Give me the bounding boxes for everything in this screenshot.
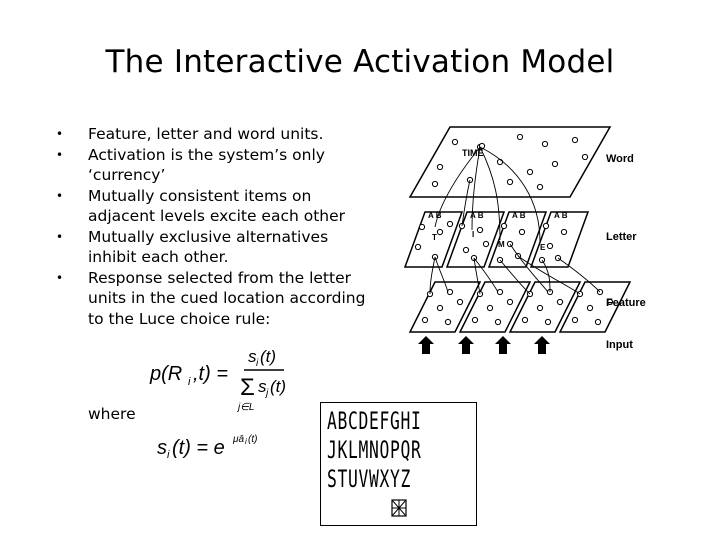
up-arrow-icon [418, 336, 434, 354]
word-level-plane [408, 126, 612, 198]
svg-text:p(R: p(R [149, 363, 182, 385]
svg-text:A B: A B [428, 211, 442, 220]
up-arrow-icon [495, 336, 511, 354]
node-label-e: E [540, 243, 546, 252]
svg-text:i: i [245, 437, 247, 446]
svg-text:s: s [157, 437, 167, 459]
svg-text:A B: A B [554, 211, 568, 220]
bullet-item: • Feature, letter and word units. [56, 124, 376, 145]
node-label-t: T [432, 233, 437, 242]
network-diagram: TIME Word A B A B A B A B T I M E Letter [403, 126, 646, 354]
bullet-text: Feature, letter and word units. [88, 125, 324, 143]
bullet-text: Mutually exclusive alternatives inhibit … [88, 227, 329, 267]
svg-text:μā: μā [232, 434, 244, 445]
bullet-dot-icon: • [56, 270, 64, 285]
level-label-word: Word [606, 153, 634, 165]
svg-text:,t) =: ,t) = [193, 363, 228, 385]
font-row: STUVWXYZ [327, 465, 412, 493]
up-arrow-icon [534, 336, 550, 354]
svg-text:s: s [248, 347, 257, 366]
svg-text:i: i [167, 449, 170, 461]
luce-choice-formula: p(R i ,t) = s i (t) Σ s j (t) j∈L [149, 347, 286, 413]
where-label: where [88, 405, 136, 423]
bullet-list: • Feature, letter and word units. • Activa… [56, 124, 376, 329]
svg-text:j∈L: j∈L [236, 402, 255, 413]
bullet-item: • Response selected from the letter units… [56, 268, 376, 330]
font-display-panel: ABCDEFGHI JKLMNOPQR STUVWXYZ [320, 402, 477, 526]
level-label-letter: Letter [606, 231, 637, 243]
svg-text:i: i [188, 376, 191, 388]
bullet-item: • Mutually exclusive alternatives inhibit… [56, 227, 376, 268]
node-label-time: TIME [462, 148, 484, 158]
svg-text:Σ: Σ [240, 374, 255, 401]
svg-text:s: s [258, 377, 267, 396]
level-label-feature: Feature [606, 297, 646, 309]
bullet-dot-icon: • [56, 127, 64, 141]
level-label-input: Input [606, 339, 633, 351]
svg-text:i: i [256, 358, 259, 369]
font-row: ABCDEFGHI [327, 407, 422, 435]
letter-nodes [414, 220, 568, 264]
letter-node-labels: A B A B A B A B T I M E [428, 211, 568, 252]
bullet-dot-icon: • [56, 147, 64, 162]
svg-text:(t): (t) [270, 377, 286, 396]
page-title: The Interactive Activation Model [105, 44, 615, 80]
input-arrows [418, 336, 550, 354]
connection-lines [429, 146, 601, 295]
bullet-item: • Activation is the system’s only ‘curren… [56, 145, 376, 186]
bullet-dot-icon: • [56, 229, 64, 244]
node-label-i: I [472, 230, 474, 239]
bullet-item: • Mutually consistent items on adjacent l… [56, 186, 376, 227]
svg-text:(t): (t) [248, 434, 257, 445]
svg-text:(t) = e: (t) = e [172, 437, 225, 459]
svg-text:(t): (t) [260, 347, 276, 366]
up-arrow-icon [458, 336, 474, 354]
bullet-text: Mutually consistent items on adjacent le… [88, 186, 346, 226]
svg-text:A B: A B [470, 211, 484, 220]
svg-text:A B: A B [512, 211, 526, 220]
feature-segments-icon [391, 499, 407, 517]
bullet-text: Response selected from the letter units … [88, 268, 366, 328]
exponential-formula: s i (t) = e μā i (t) [157, 434, 257, 461]
svg-text:j: j [264, 388, 269, 399]
node-label-m: M [498, 240, 505, 249]
bullet-text: Activation is the system’s only ‘currenc… [88, 145, 325, 185]
feature-nodes [421, 288, 614, 326]
font-row: JKLMNOPQR [327, 436, 422, 464]
bullet-dot-icon: • [56, 188, 64, 203]
